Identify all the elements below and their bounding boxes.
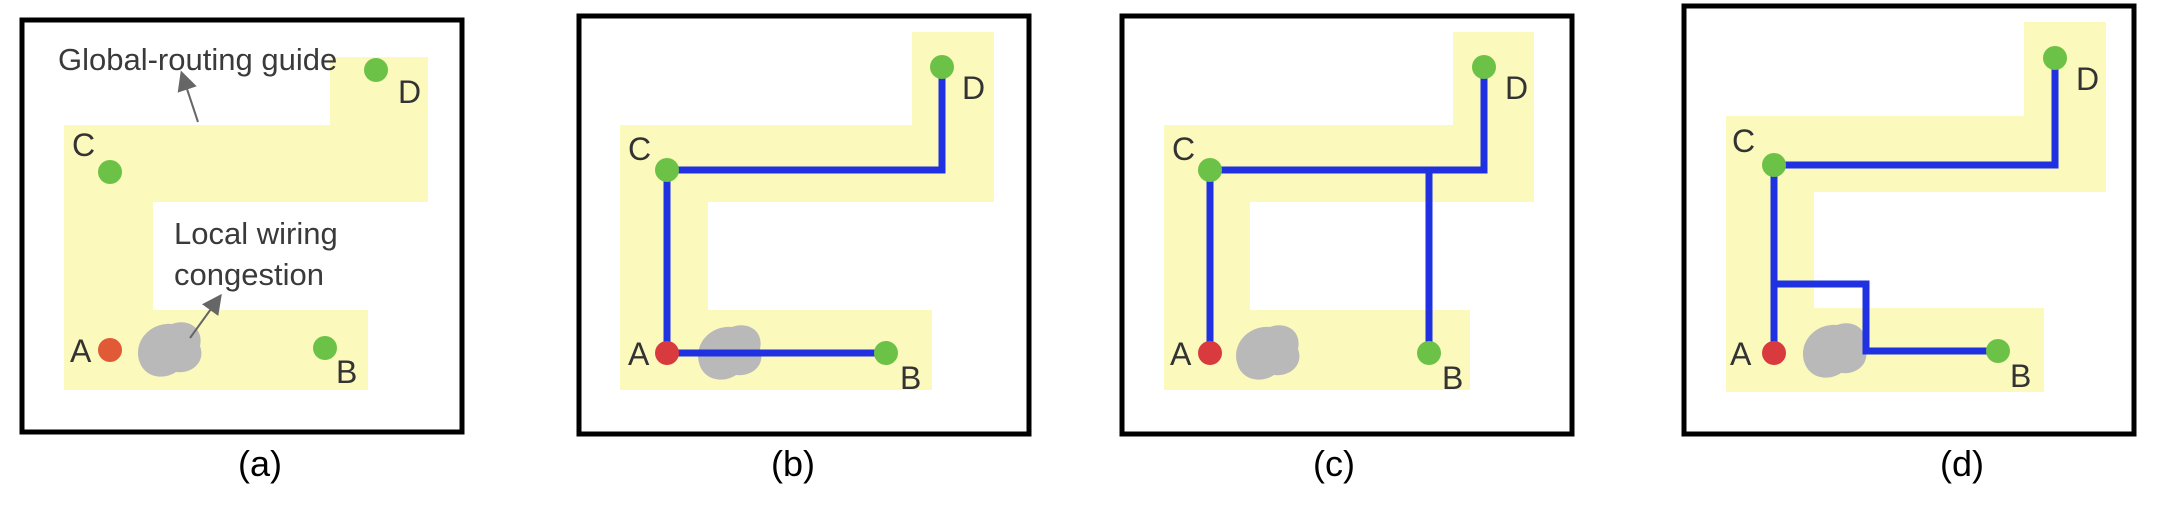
label-a: A [628, 336, 650, 372]
caption-b: (b) [771, 443, 815, 484]
label-b: B [2010, 358, 2031, 394]
label-a: A [1170, 336, 1192, 372]
wire-c-d [667, 67, 946, 174]
panel-b: A B C D (b) [576, 13, 1032, 484]
label-c: C [72, 127, 95, 163]
label-d: D [1505, 70, 1528, 106]
label-a: A [70, 333, 92, 369]
wire-c-d [1210, 67, 1488, 174]
pin-a [1198, 341, 1222, 365]
local-congestion-blob [1236, 325, 1300, 380]
label-b: B [900, 360, 921, 396]
label-d: D [962, 70, 985, 106]
pin-b [313, 336, 337, 360]
routed-wires [663, 67, 946, 357]
label-b: B [1442, 360, 1463, 396]
pin-a [655, 341, 679, 365]
caption-a: (a) [238, 443, 282, 484]
panel-d: A B C D (d) [1681, 3, 2137, 484]
pin-c [1762, 153, 1786, 177]
panel-c: A B C D (c) [1119, 13, 1575, 484]
pin-b [1417, 341, 1441, 365]
caption-d: (d) [1940, 443, 1984, 484]
local-congestion-annotation-line2: congestion [174, 257, 324, 292]
pin-d [930, 55, 954, 79]
wire-c-d [1774, 58, 2059, 169]
global-routing-guide [1726, 22, 2106, 392]
panel-frame [576, 13, 1032, 437]
pin-d [2043, 46, 2067, 70]
global-routing-guide [620, 32, 994, 390]
local-congestion-annotation-line1: Local wiring [174, 216, 338, 251]
label-c: C [1732, 123, 1755, 159]
pin-d [364, 58, 388, 82]
label-c: C [1172, 131, 1195, 167]
global-routing-guide [1164, 32, 1534, 390]
global-guide-arrow [177, 70, 199, 123]
pin-b [1986, 339, 2010, 363]
pin-a [1762, 341, 1786, 365]
label-c: C [628, 131, 651, 167]
pin-c [655, 158, 679, 182]
wire-detour-b [1774, 280, 1998, 355]
caption-c: (c) [1313, 443, 1355, 484]
panel-frame [1119, 13, 1575, 437]
local-congestion-arrow [189, 293, 222, 339]
routed-wires [1206, 67, 1488, 353]
panel-frame [1681, 3, 2137, 437]
pin-a [98, 338, 122, 362]
global-routing-guide [64, 57, 428, 390]
routed-wires [1770, 58, 2059, 355]
pin-c [1198, 158, 1222, 182]
pin-d [1472, 55, 1496, 79]
panel-frame [19, 17, 465, 435]
label-b: B [336, 354, 357, 390]
label-d: D [2076, 61, 2099, 97]
panel-a: Global-routing guide Local wiring conges… [19, 17, 465, 484]
global-guide-annotation: Global-routing guide [58, 42, 337, 77]
label-a: A [1730, 336, 1752, 372]
pin-c [98, 160, 122, 184]
local-congestion-blob [1803, 323, 1867, 378]
pin-b [874, 341, 898, 365]
label-d: D [398, 74, 421, 110]
local-congestion-blob [138, 322, 202, 377]
